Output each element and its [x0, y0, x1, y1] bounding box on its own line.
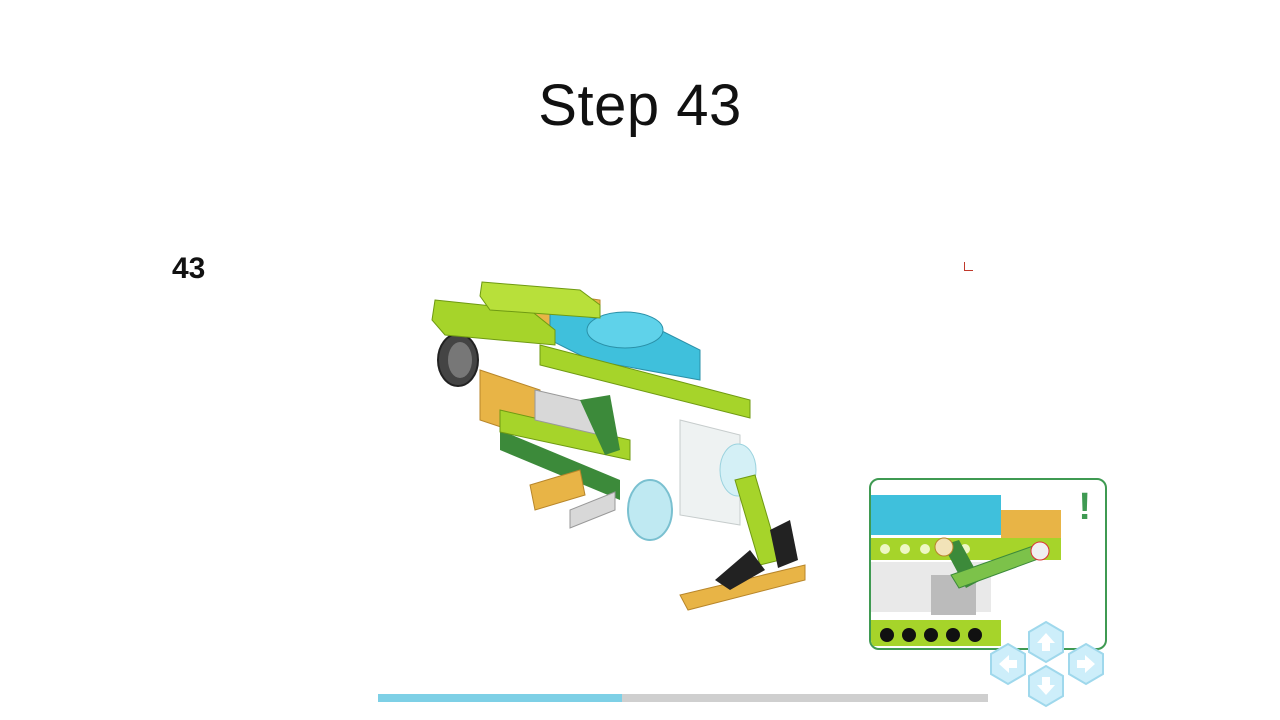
step-number: 43 [172, 252, 206, 285]
progress-fill [378, 694, 622, 702]
lime-leg [734, 474, 781, 566]
azure-round-plate [586, 311, 664, 349]
lime-beam-side [539, 344, 751, 419]
attention-indicator: ! [1078, 486, 1091, 528]
black-slope [715, 550, 765, 590]
lime-beam-top-2 [479, 281, 601, 319]
front-wheel [627, 479, 673, 541]
crop-mark [964, 262, 973, 271]
progress-bar [378, 694, 988, 702]
arrow-down-icon[interactable] [1028, 664, 1064, 708]
model-illustration [431, 281, 806, 611]
rack-gear [569, 491, 616, 529]
callout-illustration [871, 495, 1061, 646]
transparent-housing [679, 419, 741, 526]
arrow-up-icon[interactable] [1028, 620, 1064, 664]
base-plate [500, 430, 620, 500]
arrow-right-icon[interactable] [1068, 642, 1104, 686]
page-title: Step 43 [538, 73, 742, 138]
tan-brick-lower [529, 469, 586, 511]
tan-foot [679, 564, 806, 611]
detail-callout: ! [869, 478, 1107, 650]
green-crank [580, 395, 620, 455]
progress-track [378, 694, 988, 702]
arrow-left-icon[interactable] [990, 642, 1026, 686]
navigation-pad [990, 620, 1104, 708]
